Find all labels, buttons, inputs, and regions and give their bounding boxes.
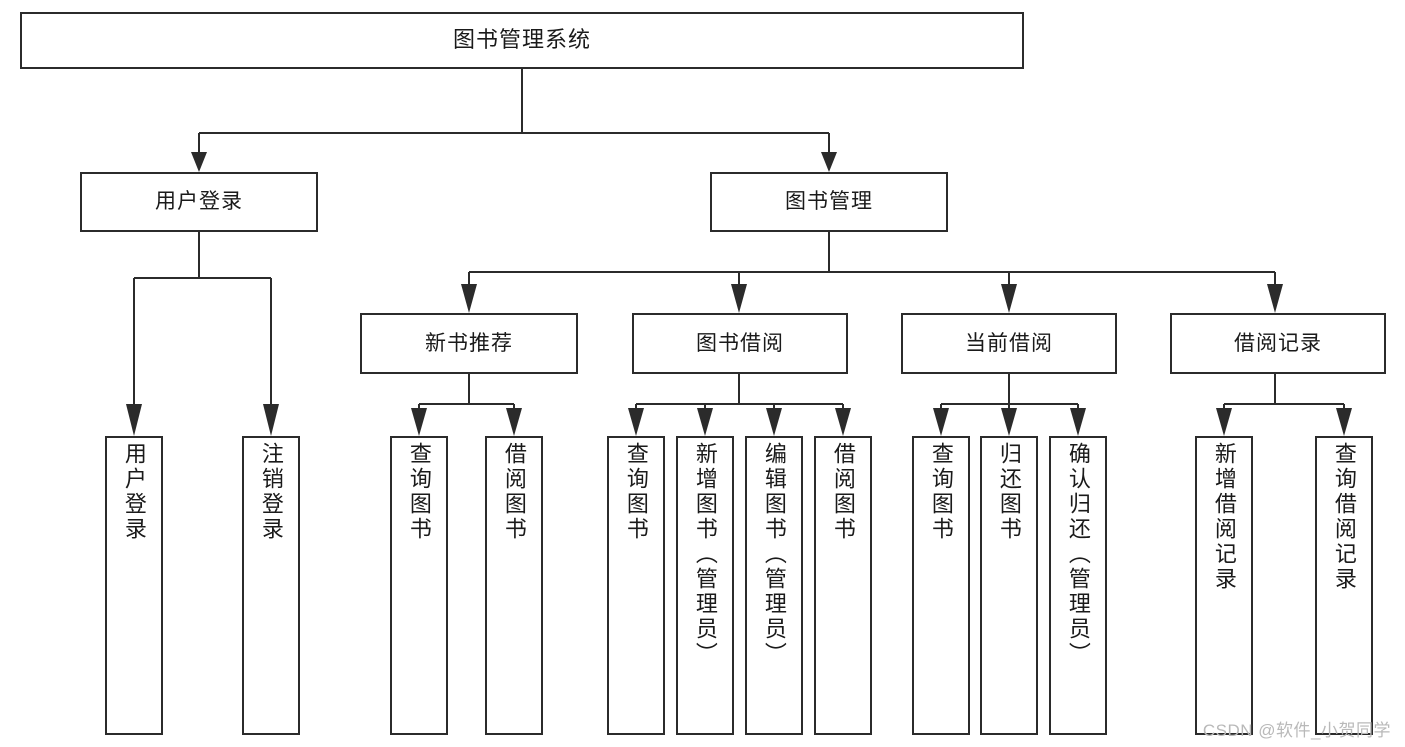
node-label: 新书推荐 bbox=[425, 331, 513, 355]
leaf-new-book-borrow-book[interactable]: 借阅图书 bbox=[485, 436, 543, 735]
arrow-bb-2 bbox=[697, 408, 713, 436]
node-label: 查询借阅记录 bbox=[1331, 442, 1357, 592]
node-label: 新增图书（管理员） bbox=[692, 442, 718, 667]
node-new-book-recommend[interactable]: 新书推荐 bbox=[360, 313, 578, 374]
arrow-bb-1 bbox=[628, 408, 644, 436]
node-label: 用户登录 bbox=[121, 442, 147, 542]
node-label: 当前借阅 bbox=[965, 331, 1053, 355]
node-label: 图书管理 bbox=[785, 190, 873, 214]
leaf-book-borrow-borrow-book[interactable]: 借阅图书 bbox=[814, 436, 872, 735]
leaf-book-borrow-query-book[interactable]: 查询图书 bbox=[607, 436, 665, 735]
leaf-borrow-record-add-record[interactable]: 新增借阅记录 bbox=[1195, 436, 1253, 735]
node-label: 图书管理系统 bbox=[452, 27, 591, 53]
node-user-login[interactable]: 用户登录 bbox=[80, 172, 318, 232]
arrow-cb-3 bbox=[1070, 408, 1086, 436]
arrow-nb-2 bbox=[506, 408, 522, 436]
leaf-book-borrow-add-book-admin[interactable]: 新增图书（管理员） bbox=[676, 436, 734, 735]
node-borrow-record[interactable]: 借阅记录 bbox=[1170, 313, 1386, 374]
leaf-current-borrow-return-book[interactable]: 归还图书 bbox=[980, 436, 1038, 735]
arrow-l3-3 bbox=[1001, 284, 1017, 313]
arrow-br-2 bbox=[1336, 408, 1352, 436]
arrow-l3-2 bbox=[731, 284, 747, 313]
leaf-user-login-login[interactable]: 用户登录 bbox=[105, 436, 163, 735]
arrow-ul-2 bbox=[263, 404, 279, 436]
leaf-user-login-logout[interactable]: 注销登录 bbox=[242, 436, 300, 735]
csdn-watermark: CSDN @软件_小贺同学 bbox=[1202, 721, 1391, 740]
node-current-borrow[interactable]: 当前借阅 bbox=[901, 313, 1117, 374]
arrow-bb-4 bbox=[835, 408, 851, 436]
node-label: 查询图书 bbox=[406, 442, 432, 542]
node-label: 新增借阅记录 bbox=[1211, 442, 1237, 592]
leaf-book-borrow-edit-book-admin[interactable]: 编辑图书（管理员） bbox=[745, 436, 803, 735]
node-label: 用户登录 bbox=[155, 190, 243, 214]
node-label: 查询图书 bbox=[623, 442, 649, 542]
node-label: 归还图书 bbox=[996, 442, 1022, 542]
leaf-new-book-query-book[interactable]: 查询图书 bbox=[390, 436, 448, 735]
node-label: 借阅记录 bbox=[1234, 331, 1322, 355]
node-label: 查询图书 bbox=[928, 442, 954, 542]
node-book-borrow[interactable]: 图书借阅 bbox=[632, 313, 848, 374]
leaf-current-borrow-confirm-return-admin[interactable]: 确认归还（管理员） bbox=[1049, 436, 1107, 735]
arrow-cb-1 bbox=[933, 408, 949, 436]
node-book-management[interactable]: 图书管理 bbox=[710, 172, 948, 232]
arrow-user-login bbox=[191, 152, 207, 172]
node-label: 注销登录 bbox=[258, 442, 284, 542]
arrow-ul-1 bbox=[126, 404, 142, 436]
arrow-book-manage bbox=[821, 152, 837, 172]
arrow-l3-1 bbox=[461, 284, 477, 313]
node-label: 图书借阅 bbox=[696, 331, 784, 355]
arrow-l3-4 bbox=[1267, 284, 1283, 313]
arrow-cb-2 bbox=[1001, 408, 1017, 436]
node-root-library-management-system[interactable]: 图书管理系统 bbox=[20, 12, 1024, 69]
node-label: 编辑图书（管理员） bbox=[761, 442, 787, 667]
node-label: 确认归还（管理员） bbox=[1065, 442, 1091, 667]
node-label: 借阅图书 bbox=[501, 442, 527, 542]
node-label: 借阅图书 bbox=[830, 442, 856, 542]
leaf-borrow-record-query-record[interactable]: 查询借阅记录 bbox=[1315, 436, 1373, 735]
arrow-nb-1 bbox=[411, 408, 427, 436]
leaf-current-borrow-query-book[interactable]: 查询图书 bbox=[912, 436, 970, 735]
arrow-bb-3 bbox=[766, 408, 782, 436]
arrow-br-1 bbox=[1216, 408, 1232, 436]
